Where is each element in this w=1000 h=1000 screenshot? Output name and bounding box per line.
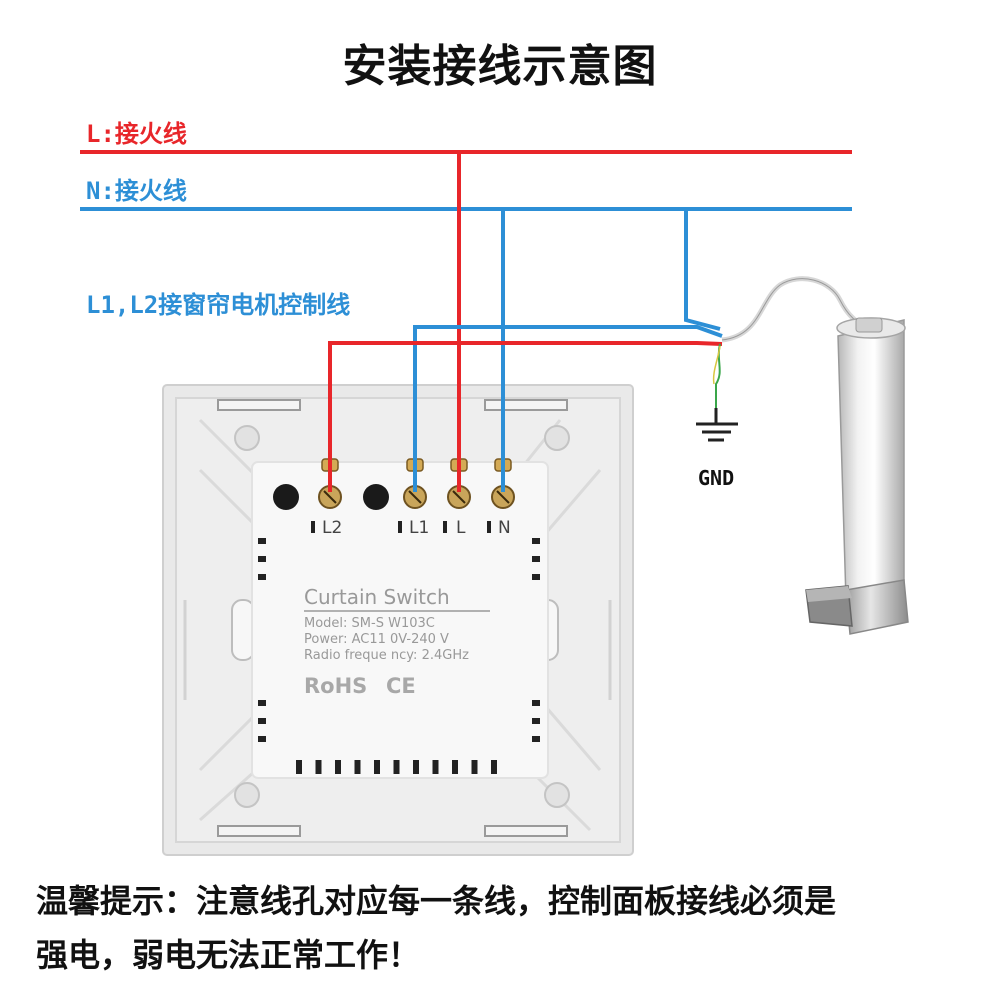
- rohs-mark: RoHS: [304, 674, 367, 698]
- curtain-motor: [805, 317, 909, 635]
- ground-label: GND: [698, 466, 735, 490]
- terminal-label-l1: L1: [409, 518, 429, 538]
- ce-mark: CE: [386, 674, 416, 698]
- wires: [80, 150, 852, 492]
- terminal-label-l2: L2: [322, 518, 342, 538]
- l2-control-wire: [328, 341, 723, 492]
- neutral-wire-label: N:接火线: [86, 177, 187, 205]
- product-name: Curtain Switch: [304, 585, 450, 609]
- bottom-vents: [296, 760, 497, 774]
- switch-module: [251, 461, 549, 779]
- control-wire-label: L1,L2接窗帘电机控制线: [86, 291, 351, 319]
- model-text: Model: SM-S W103C: [304, 616, 435, 631]
- terminal-label-n: N: [498, 518, 511, 538]
- live-wire-label: L:接火线: [86, 120, 187, 148]
- mount-clips: [217, 399, 568, 837]
- page-title: 安装接线示意图: [342, 41, 658, 92]
- radio-text: Radio freque ncy: 2.4GHz: [304, 648, 469, 663]
- l1-control-wire: [413, 325, 723, 492]
- screw-holes: [234, 425, 570, 808]
- tip-line-2: 强电，弱电无法正常工作！: [36, 936, 421, 974]
- tip-line-1: 温馨提示：注意线孔对应每一条线，控制面板接线必须是: [36, 882, 837, 920]
- motor-neutral-wire: [684, 209, 721, 331]
- ground-symbol: [696, 408, 738, 442]
- power-text: Power: AC11 0V-240 V: [304, 632, 449, 647]
- terminal-label-l: L: [456, 518, 466, 538]
